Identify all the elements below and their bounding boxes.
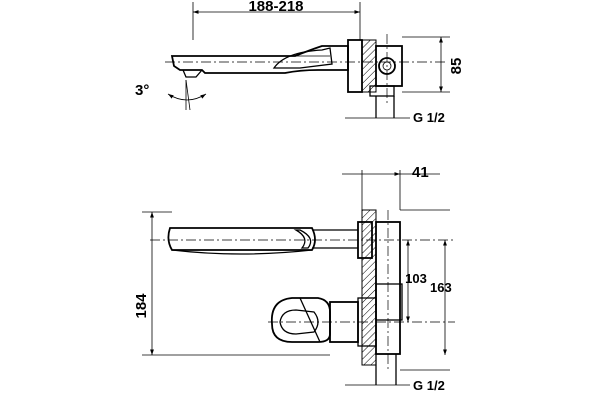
spout-front-highlight <box>293 229 312 249</box>
bottom-thread-label: G 1/2 <box>413 378 445 393</box>
top-view: 188-218 85 G 1/2 3° <box>135 0 465 125</box>
right-height-label: 163 <box>430 280 452 295</box>
lever-side-profile <box>272 47 333 69</box>
top-width-label: 188-218 <box>248 0 303 15</box>
wall-depth-label: 41 <box>412 164 429 181</box>
bottom-wall-hatch <box>361 209 377 366</box>
angle-label: 3° <box>135 82 149 99</box>
left-height-label: 184 <box>133 293 150 319</box>
spout-front <box>167 227 316 251</box>
mixer-lever-front <box>270 297 331 343</box>
top-wall-hatch <box>361 39 377 93</box>
mid-height-label: 103 <box>405 271 427 286</box>
spout-outlet <box>182 69 203 78</box>
top-thread-label: G 1/2 <box>413 110 445 125</box>
top-height-label: 85 <box>448 58 465 75</box>
top-wall-plate <box>347 39 363 93</box>
bottom-view: 41 184 103 <box>133 164 455 393</box>
